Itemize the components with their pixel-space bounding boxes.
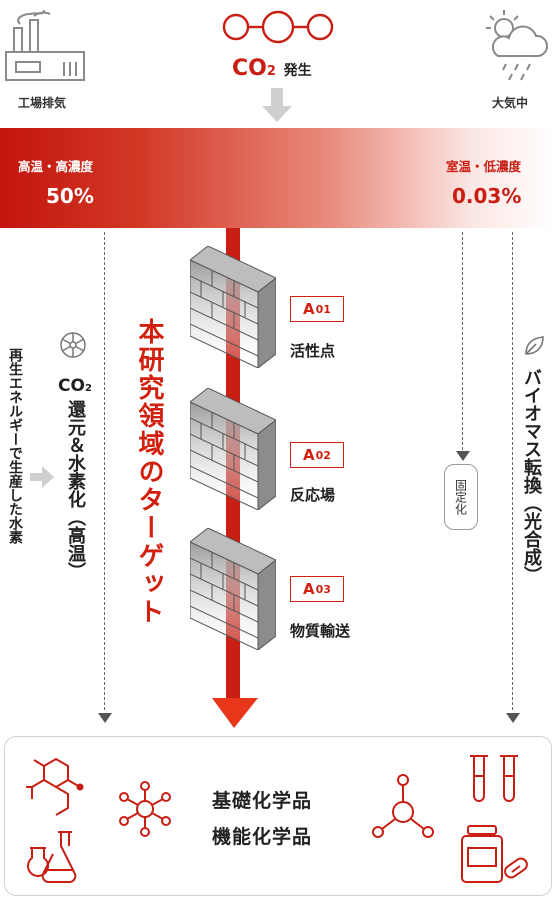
concentration-band [0,128,556,228]
renewable-hydrogen-text: 再生エネルギーで生産した水素 [7,348,23,544]
area-tag-letter: A [303,446,315,464]
air-label: 大気中 [492,96,529,110]
area-tag-letter: A [303,580,315,598]
co2-reduction-main: CO [58,376,85,396]
area-label-a02: 反応場 [290,486,336,504]
area-tag-num: 03 [315,582,331,596]
right-arrowhead-icon [506,710,520,729]
brick-wall-icon [189,245,277,372]
products-box [4,736,552,896]
band-left-value: 50% [46,184,94,208]
left-arrowhead-icon [98,710,112,729]
area-tag-num: 02 [315,448,331,462]
co2-sub: 2 [266,64,276,79]
target-text: 本研究領域のターゲット [134,318,164,626]
molecule-triangle-icon [370,772,436,846]
test-tubes-icon [462,752,532,814]
brick-wall-icon [189,387,277,514]
co2-reduction-text: 還元＆水素化（高温） [65,400,86,580]
area-tag-letter: A [303,300,315,318]
right-arrow-icon [30,466,54,492]
area-label-a03: 物質輸送 [290,622,351,640]
band-left-title: 高温・高濃度 [18,159,94,174]
band-right-value: 0.03% [452,184,522,208]
basic-chemicals-label: 基礎化学品 [212,790,313,812]
molecule-network-icon [116,780,174,842]
co2-generation-title: CO2 発生 [232,56,312,81]
co2-reduction-title: CO2 [58,376,92,396]
brick-wall-icon [189,527,277,654]
area-label-a01: 活性点 [290,342,336,360]
mid-right-dashed-line [462,232,463,450]
hydrogen-icon [58,330,88,364]
right-dashed-line [512,232,513,710]
functional-chemicals-label: 機能化学品 [212,826,313,848]
hexagon-molecule-icon [22,752,92,820]
co2-rest: 発生 [283,63,312,79]
area-tag-num: 01 [315,302,331,316]
biomass-conversion-text: バイオマス転換（光合成） [521,368,542,584]
factory-icon [4,6,88,86]
fixation-label: 固定化 [444,464,478,530]
mid-right-arrowhead-icon [456,448,470,467]
cloud-rain-icon [478,6,550,88]
medicine-bottle-icon [458,822,534,892]
co2-main: CO [232,56,267,81]
left-dashed-line [104,232,105,710]
flask-icon [18,828,88,890]
co2-molecule-icon [222,10,334,48]
co2-reduction-sub: 2 [84,383,92,394]
factory-label: 工場排気 [18,96,67,110]
leaf-icon [522,334,546,362]
band-right-title: 室温・低濃度 [446,159,522,174]
down-arrow-icon [262,88,292,128]
